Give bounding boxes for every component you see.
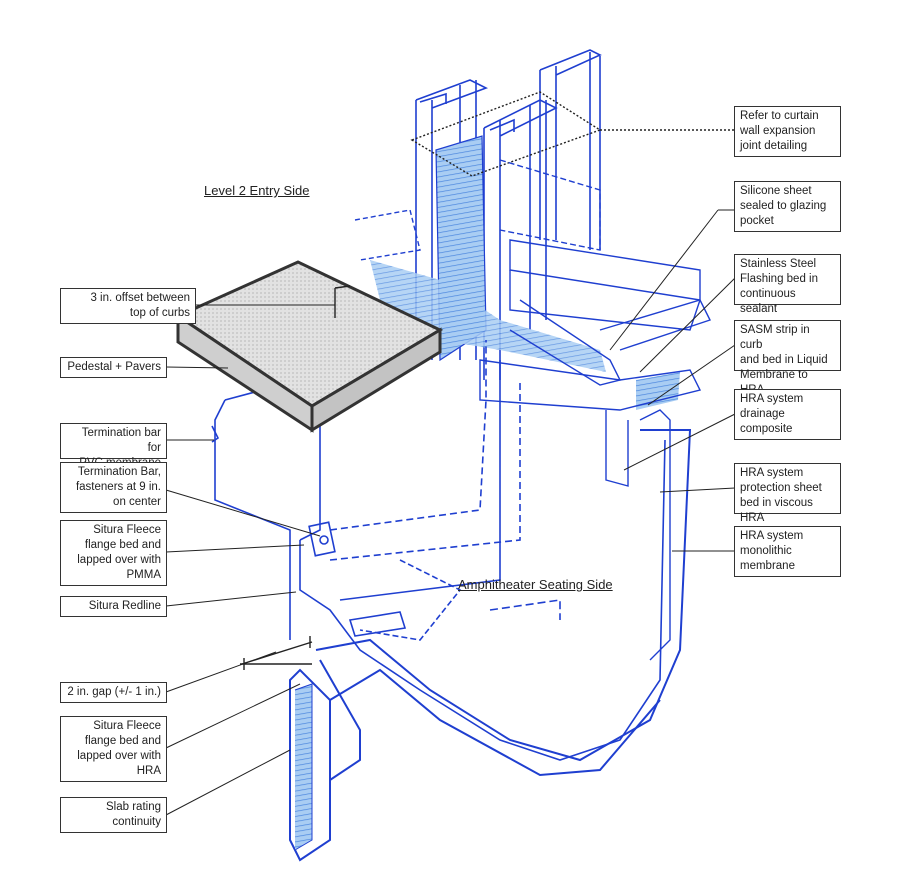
callout-curtain-wall: Refer to curtain wall expansion joint de… [734, 106, 841, 157]
leader-hra-protection [659, 487, 736, 493]
callout-hra-drainage: HRA system drainage composite [734, 389, 841, 440]
title-entry-side: Level 2 Entry Side [204, 183, 310, 198]
expansion-joint-reference-box [410, 91, 735, 177]
callout-sasm-strip: SASM strip in curb and bed in Liquid Mem… [734, 320, 841, 396]
leader-lines [165, 209, 736, 816]
pedestal-pavers-block [174, 260, 444, 433]
silicone-sheet-hatch [370, 135, 680, 410]
leader-stainless-flashing [639, 277, 736, 373]
callout-slab-rating: Slab rating continuity [60, 797, 167, 833]
leader-slab-rating [165, 749, 291, 816]
callout-stainless-flashing: Stainless Steel Flashing bed in continuo… [734, 254, 841, 315]
leader-situra-redline [165, 591, 297, 607]
leader-gap [165, 651, 277, 693]
callout-term-bar-fasteners: Termination Bar, fasteners at 9 in. on c… [60, 462, 167, 513]
callout-offset: 3 in. offset between top of curbs [60, 288, 196, 324]
callout-silicone-sheet: Silicone sheet sealed to glazing pocket [734, 181, 841, 232]
callout-hra-protection: HRA system protection sheet bed in visco… [734, 463, 841, 524]
title-seating-side: Amphitheater Seating Side [458, 577, 613, 592]
callout-situra-fleece-hra: Situra Fleece flange bed and lapped over… [60, 716, 167, 782]
gap-dimension [240, 636, 313, 670]
callout-term-bar-pvc: Termination bar for PVC membrane [60, 423, 167, 469]
callout-situra-fleece-pmma: Situra Fleece flange bed and lapped over… [60, 520, 167, 586]
leader-hra-drainage [623, 413, 736, 471]
callout-gap: 2 in. gap (+/- 1 in.) [60, 682, 167, 703]
leader-situra-fleece-pmma [165, 544, 305, 553]
glazing-pocket-assembly [354, 159, 711, 661]
leader-pedestal [165, 366, 229, 369]
callout-pedestal: Pedestal + Pavers [60, 357, 167, 378]
leader-term-bar-fasteners [165, 489, 321, 537]
termination-bar [211, 425, 336, 557]
leader-situra-fleece-hra [165, 683, 301, 749]
leader-sasm-strip [647, 344, 736, 406]
slab-and-fleece [289, 429, 692, 862]
callout-hra-monolithic: HRA system monolithic membrane [734, 526, 841, 577]
callout-situra-redline: Situra Redline [60, 596, 167, 617]
